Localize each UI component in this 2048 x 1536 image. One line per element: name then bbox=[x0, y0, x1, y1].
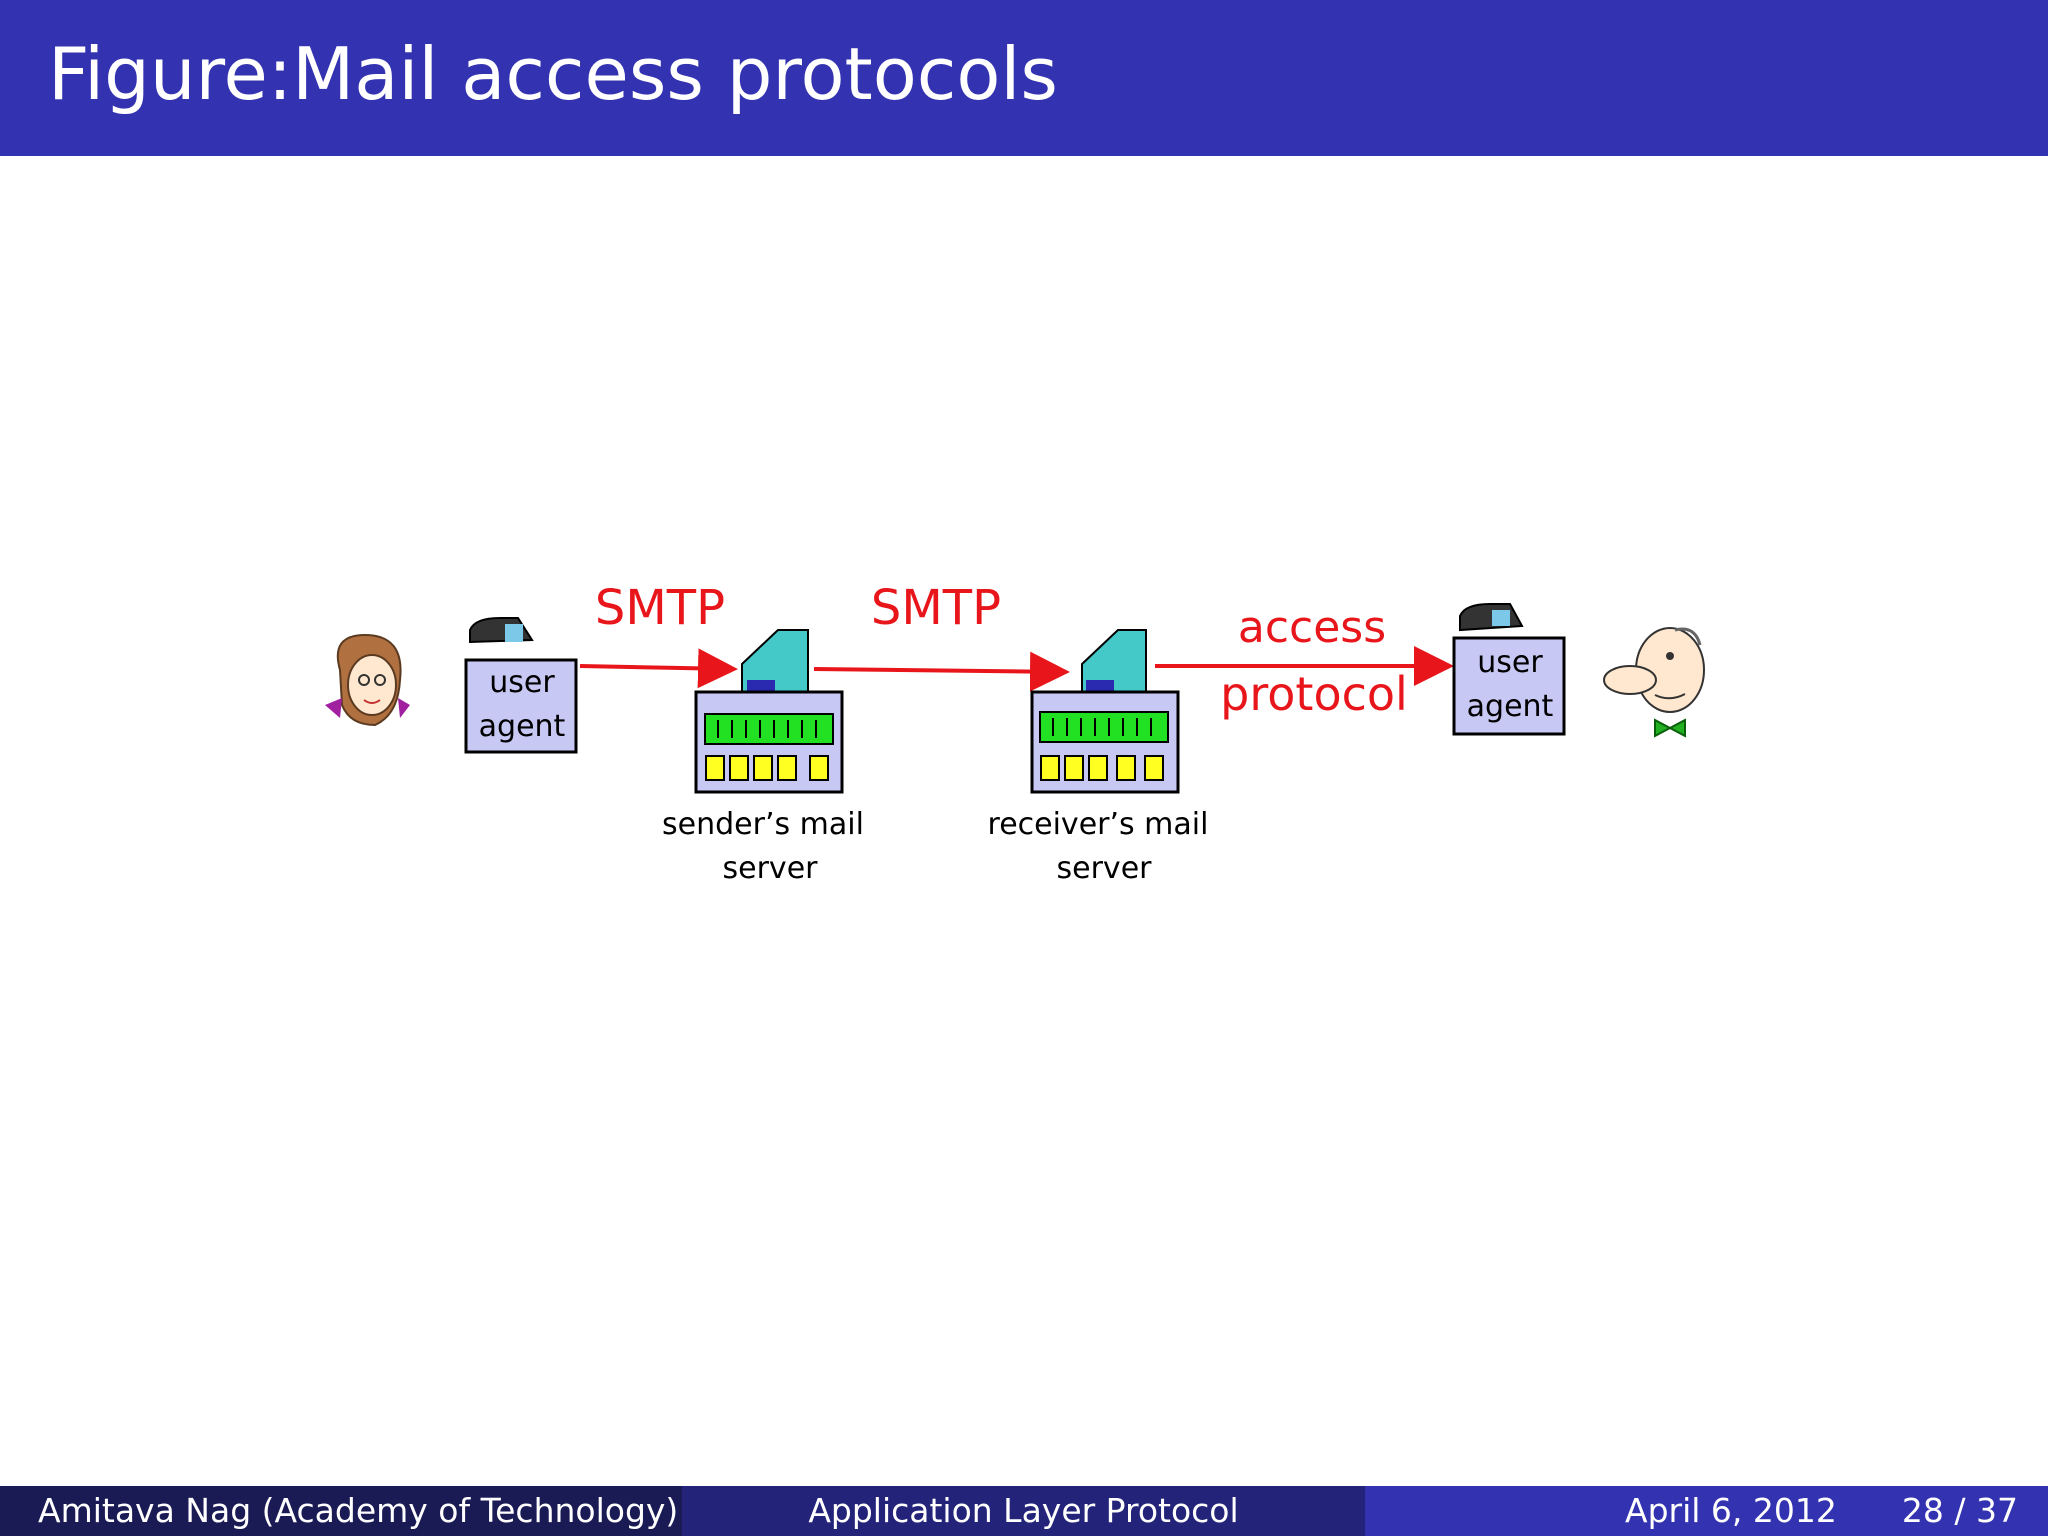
receiver-agent-label-1: user bbox=[1477, 645, 1543, 680]
sender-user-agent: user agent bbox=[464, 617, 578, 754]
footer-topic: Application Layer Protocol bbox=[808, 1491, 1239, 1530]
mail-access-diagram: user agent SMTP sender’s mail server SMT… bbox=[325, 580, 1705, 886]
receiver-person-icon bbox=[1603, 627, 1705, 738]
receiver-agent-label-2: agent bbox=[1467, 689, 1554, 724]
access-label: access bbox=[1238, 602, 1386, 653]
sender-agent-label-1: user bbox=[489, 665, 555, 700]
footer-topic-section: Application Layer Protocol bbox=[682, 1486, 1365, 1536]
receiver-server-label-1: receiver’s mail bbox=[988, 807, 1209, 842]
protocol-label: protocol bbox=[1220, 667, 1408, 721]
sender-agent-label-2: agent bbox=[479, 709, 566, 744]
footer-author-section: Amitava Nag (Academy of Technology) bbox=[0, 1486, 682, 1536]
receiver-mail-server: receiver’s mail server bbox=[988, 629, 1209, 886]
title-bar: Figure:Mail access protocols bbox=[0, 0, 2048, 156]
footer-date: April 6, 2012 bbox=[1625, 1491, 1837, 1530]
receiver-server-label-2: server bbox=[1057, 851, 1153, 886]
footer-author: Amitava Nag (Academy of Technology) bbox=[38, 1491, 679, 1530]
footer-page-number: 28 / 37 bbox=[1901, 1491, 2018, 1530]
smtp-arrow-1: SMTP bbox=[579, 580, 738, 689]
sender-server-label-2: server bbox=[723, 851, 819, 886]
sender-server-label-1: sender’s mail bbox=[662, 807, 864, 842]
smtp-arrow-2: SMTP bbox=[813, 580, 1070, 692]
slide-title: Figure:Mail access protocols bbox=[48, 32, 1058, 116]
footer-date-section: April 6, 2012 28 / 37 bbox=[1365, 1486, 2048, 1536]
smtp-label-1: SMTP bbox=[595, 580, 725, 636]
sender-mail-server: sender’s mail server bbox=[662, 629, 864, 886]
sender-person-icon bbox=[325, 633, 410, 727]
footer-bar: Amitava Nag (Academy of Technology) Appl… bbox=[0, 1486, 2048, 1536]
receiver-user-agent: user agent bbox=[1452, 603, 1566, 736]
access-protocol-arrow: access protocol bbox=[1155, 602, 1454, 721]
smtp-label-2: SMTP bbox=[871, 580, 1001, 636]
